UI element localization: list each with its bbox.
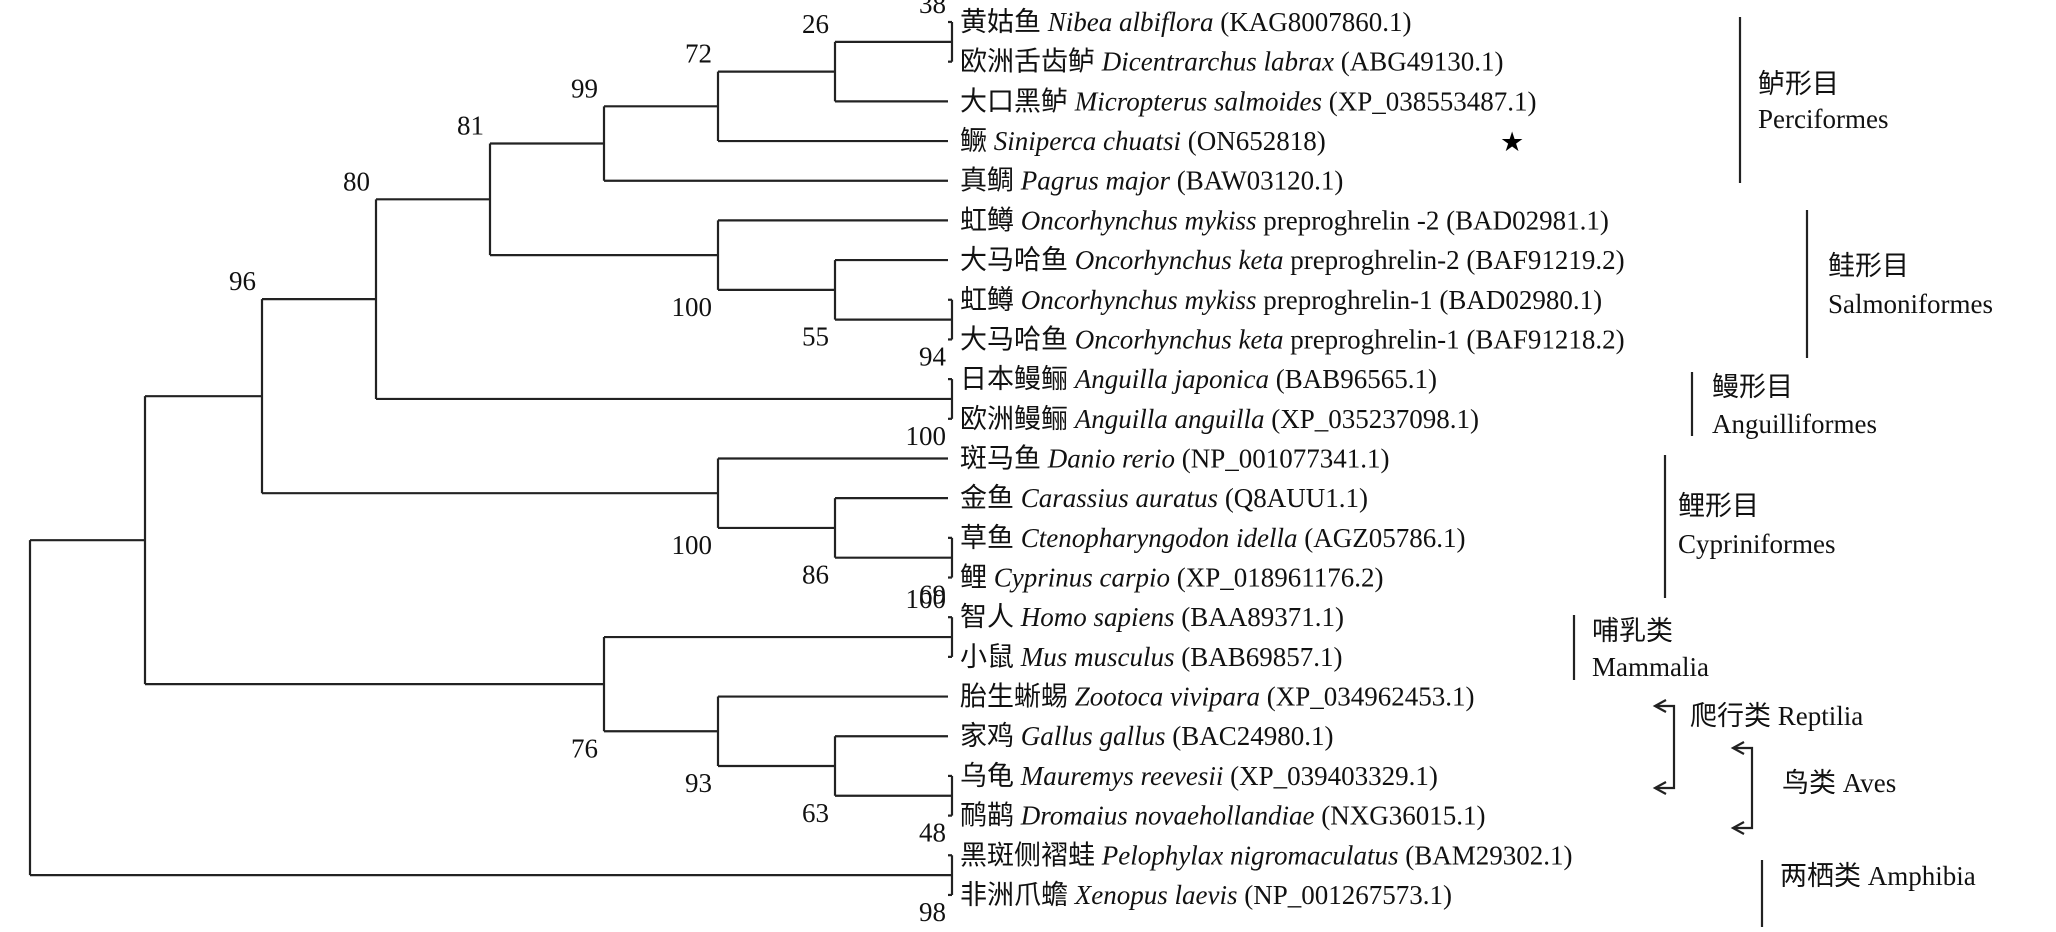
reptilia-bracket-arrows xyxy=(1655,704,1676,790)
leaf-label: 黄姑鱼 Nibea albiflora (KAG8007860.1) xyxy=(960,7,1412,37)
bootstrap-value: 98 xyxy=(919,897,946,927)
leaf-label: 智人 Homo sapiens (BAA89371.1) xyxy=(960,602,1344,632)
bootstrap-value: 100 xyxy=(906,584,947,614)
bootstrap-value: 69 xyxy=(919,580,946,610)
reptilia-label: 爬行类 Reptilia xyxy=(1690,701,1863,731)
salmoniformes-en-label: Salmoniformes xyxy=(1828,289,1993,319)
amphibia-label: 两栖类 Amphibia xyxy=(1780,861,1976,891)
perciformes-cn-label: 鲈形目 xyxy=(1758,69,1839,99)
aves-bracket-arrows xyxy=(1733,746,1754,830)
bootstrap-value: 48 xyxy=(919,818,946,848)
bootstrap-value: 55 xyxy=(802,322,829,352)
leaf-label: 鲤 Cyprinus carpio (XP_018961176.2) xyxy=(960,563,1384,593)
leaf-label: 日本鳗鲡 Anguilla japonica (BAB96565.1) xyxy=(960,364,1437,394)
leaf-label: 大口黑鲈 Micropterus salmoides (XP_038553487… xyxy=(960,86,1536,116)
leaf-label: 虹鳟 Oncorhynchus mykiss preproghrelin-1 (… xyxy=(960,285,1602,315)
bootstrap-value: 100 xyxy=(672,292,713,322)
leaf-label: 金鱼 Carassius auratus (Q8AUU1.1) xyxy=(960,483,1368,513)
bootstrap-value: 99 xyxy=(571,73,598,103)
leaf-label: 大马哈鱼 Oncorhynchus keta preproghrelin-1 (… xyxy=(960,324,1625,354)
leaf-label: 家鸡 Gallus gallus (BAC24980.1) xyxy=(960,721,1334,751)
leaf-label: 欧洲舌齿鲈 Dicentrarchus labrax (ABG49130.1) xyxy=(960,47,1503,77)
anguilliformes-en-label: Anguilliformes xyxy=(1712,409,1877,439)
bootstrap-value: 26 xyxy=(802,9,829,39)
bootstrap-value: 80 xyxy=(343,166,370,196)
leaf-label: 鳜 Siniperca chuatsi (ON652818) xyxy=(960,126,1326,156)
mammalia-cn-label: 哺乳类 xyxy=(1592,616,1673,646)
leaf-label: 小鼠 Mus musculus (BAB69857.1) xyxy=(960,642,1343,672)
group-annotations: 鲈形目 Perciformes 鲑形目 Salmoniformes 鳗形目 An… xyxy=(1572,17,1993,927)
aves-arrowhead-top xyxy=(1730,741,1745,755)
leaf-label: 真鲷 Pagrus major (BAW03120.1) xyxy=(960,166,1343,196)
leaf-labels: 黄姑鱼 Nibea albiflora (KAG8007860.1) 欧洲舌齿鲈 … xyxy=(960,7,1625,910)
anguilliformes-cn-label: 鳗形目 xyxy=(1712,372,1793,402)
bootstrap-value: 72 xyxy=(685,39,712,69)
star-icon: ★ xyxy=(1500,127,1524,157)
cypriniformes-en-label: Cypriniformes xyxy=(1678,529,1835,559)
leaf-label: 大马哈鱼 Oncorhynchus keta preproghrelin-2 (… xyxy=(960,245,1625,275)
aves-arrowhead-bottom xyxy=(1730,821,1745,835)
reptilia-arrowhead-top xyxy=(1652,699,1667,713)
leaf-label: 斑马鱼 Danio rerio (NP_001077341.1) xyxy=(960,443,1390,473)
bootstrap-value: 38 xyxy=(919,0,946,19)
leaf-label: 欧洲鳗鲡 Anguilla anguilla (XP_035237098.1) xyxy=(960,404,1479,434)
leaf-label: 胎生蜥蜴 Zootoca vivipara (XP_034962453.1) xyxy=(960,682,1474,712)
bootstrap-value: 94 xyxy=(919,341,947,371)
leaf-label: 乌龟 Mauremys reevesii (XP_039403329.1) xyxy=(960,761,1438,791)
bootstrap-value: 81 xyxy=(457,111,484,141)
bootstrap-value: 93 xyxy=(685,768,712,798)
aves-label: 鸟类 Aves xyxy=(1782,768,1896,798)
bootstrap-value: 96 xyxy=(229,266,256,296)
bootstrap-value: 100 xyxy=(906,421,947,451)
perciformes-en-label: Perciformes xyxy=(1758,104,1888,134)
mammalia-en-label: Mammalia xyxy=(1592,652,1709,682)
tree-branches xyxy=(28,20,954,897)
bootstrap-value: 100 xyxy=(672,530,713,560)
leaf-label: 非洲爪蟾 Xenopus laevis (NP_001267573.1) xyxy=(960,880,1452,910)
bootstrap-value: 86 xyxy=(802,560,829,590)
leaf-label: 黑斑侧褶蛙 Pelophylax nigromaculatus (BAM2930… xyxy=(960,840,1572,870)
salmoniformes-cn-label: 鲑形目 xyxy=(1828,251,1909,281)
bootstrap-value: 76 xyxy=(571,733,598,763)
bootstrap-labels: 38 26 72 99 94 55 100 81 100 80 69 86 100 96 100 48 63 93… xyxy=(229,0,947,927)
reptilia-arrowhead-bottom xyxy=(1652,781,1667,795)
cypriniformes-cn-label: 鲤形目 xyxy=(1678,491,1759,521)
bootstrap-value: 63 xyxy=(802,798,829,828)
leaf-label: 草鱼 Ctenopharyngodon idella (AGZ05786.1) xyxy=(960,523,1465,553)
leaf-label: 虹鳟 Oncorhynchus mykiss preproghrelin -2 … xyxy=(960,205,1609,235)
leaf-label: 鸸鹋 Dromaius novaehollandiae (NXG36015.1) xyxy=(960,801,1485,831)
